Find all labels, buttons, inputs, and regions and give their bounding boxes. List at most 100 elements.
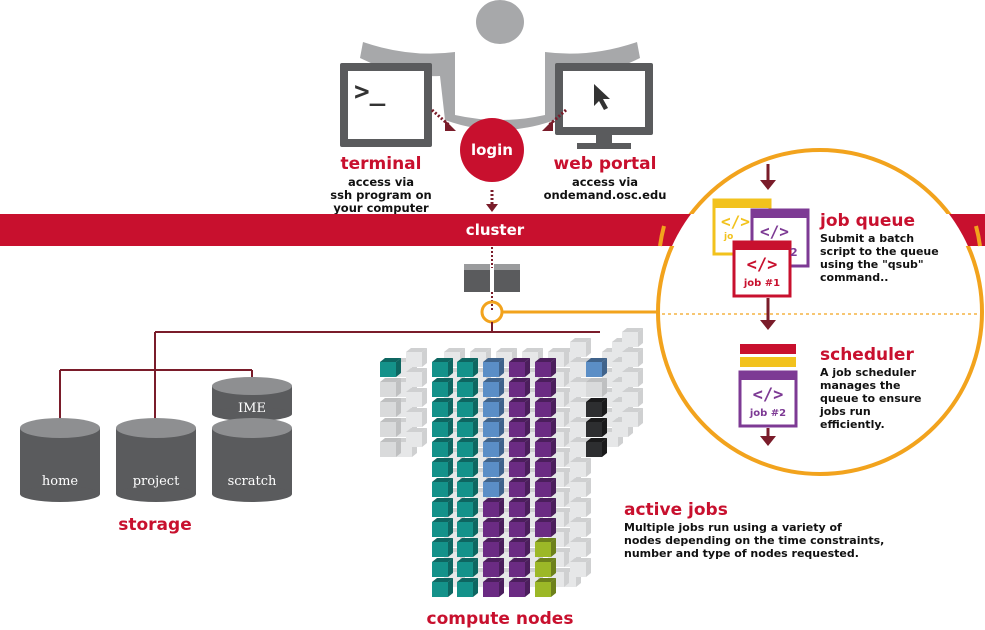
compute-node <box>509 482 525 497</box>
ghost-node-top <box>406 348 427 352</box>
ghost-node-top <box>444 348 465 352</box>
scratch-disk-label: scratch <box>227 474 277 489</box>
job-queue-title: job queue <box>820 211 916 231</box>
compute-node-side <box>448 358 453 377</box>
compute-node-top <box>432 358 453 362</box>
ghost-node-top <box>570 418 591 422</box>
ghost-node <box>570 562 586 577</box>
compute-node <box>483 362 499 377</box>
compute-node-side <box>525 498 530 517</box>
compute-node <box>483 422 499 437</box>
compute-node <box>535 502 551 517</box>
compute-node-side <box>448 498 453 517</box>
terminal-prompt-icon: >_ <box>354 77 386 107</box>
compute-node-side <box>499 378 504 397</box>
compute-node-side <box>448 558 453 577</box>
ghost-node <box>406 392 422 407</box>
researcher-label: researcher <box>459 79 531 94</box>
code-icon: </> <box>760 222 789 241</box>
compute-node-side <box>473 418 478 437</box>
active-jobs-title: active jobs <box>624 500 728 520</box>
compute-node-side <box>499 558 504 577</box>
ghost-node-top <box>570 518 591 522</box>
compute-node-top <box>380 438 401 442</box>
compute-node-side <box>525 418 530 437</box>
compute-node <box>457 442 473 457</box>
scheduler-cards <box>738 344 798 428</box>
compute-node-side <box>473 378 478 397</box>
compute-node-top <box>483 518 504 522</box>
compute-node-top <box>535 438 556 442</box>
storage-title: storage <box>118 515 192 535</box>
ghost-node <box>570 462 586 477</box>
compute-node-top <box>586 438 607 442</box>
compute-node-side <box>551 458 556 477</box>
compute-node-top <box>380 418 401 422</box>
compute-node-side <box>499 398 504 417</box>
compute-node-side <box>473 458 478 477</box>
compute-node-top <box>509 458 530 462</box>
compute-node <box>380 402 396 417</box>
compute-node <box>380 382 396 397</box>
terminal-title: terminal <box>340 154 422 174</box>
compute-node <box>509 462 525 477</box>
project-disk-icon <box>116 418 196 502</box>
compute-node <box>586 402 602 417</box>
compute-node-top <box>483 558 504 562</box>
code-icon: </> <box>752 385 784 405</box>
compute-node-side <box>473 578 478 597</box>
job-card-label: job #2 <box>749 408 787 419</box>
compute-node-top <box>483 418 504 422</box>
compute-node <box>483 522 499 537</box>
ghost-node <box>570 342 586 357</box>
ghost-node <box>622 352 638 367</box>
compute-node-side <box>525 438 530 457</box>
terminal-monitor-icon <box>340 63 432 147</box>
compute-node-top <box>432 498 453 502</box>
ghost-node-top <box>622 368 643 372</box>
web-portal-description: access via ondemand.osc.edu <box>543 175 667 202</box>
compute-node-top <box>457 438 478 442</box>
compute-node <box>457 402 473 417</box>
compute-node-top <box>380 358 401 362</box>
ghost-node-side <box>586 538 591 557</box>
compute-node <box>432 502 448 517</box>
compute-node-top <box>432 418 453 422</box>
ghost-node-side <box>564 428 569 447</box>
ghost-node-side <box>564 508 569 527</box>
ghost-node-side <box>638 388 643 407</box>
compute-node-side <box>499 358 504 377</box>
compute-node-top <box>509 378 530 382</box>
ghost-node <box>406 372 422 387</box>
compute-node <box>432 462 448 477</box>
compute-node <box>457 462 473 477</box>
ghost-node-top <box>570 498 591 502</box>
compute-node-side <box>473 558 478 577</box>
compute-node-top <box>509 418 530 422</box>
compute-node-top <box>432 518 453 522</box>
compute-node-top <box>535 398 556 402</box>
ime-disk-icon <box>212 377 292 421</box>
compute-node-top <box>509 578 530 582</box>
ghost-node-side <box>422 428 427 447</box>
compute-node <box>457 522 473 537</box>
compute-node-side <box>448 438 453 457</box>
login-button[interactable]: login <box>470 141 513 159</box>
compute-node <box>457 582 473 597</box>
compute-node-top <box>586 358 607 362</box>
compute-node <box>535 362 551 377</box>
ghost-node-top <box>570 438 591 442</box>
compute-node <box>509 362 525 377</box>
compute-node-side <box>525 558 530 577</box>
compute-node-side <box>396 438 401 457</box>
ghost-node-side <box>638 348 643 367</box>
compute-node-top <box>535 418 556 422</box>
compute-node <box>432 562 448 577</box>
compute-node <box>457 382 473 397</box>
compute-node-side <box>602 398 607 417</box>
ghost-node-top <box>622 388 643 392</box>
scheduler-description: A job scheduler manages the queue to ens… <box>820 366 922 431</box>
job-card-label: job #1 <box>743 278 781 289</box>
compute-node-top <box>509 518 530 522</box>
compute-node-top <box>457 358 478 362</box>
